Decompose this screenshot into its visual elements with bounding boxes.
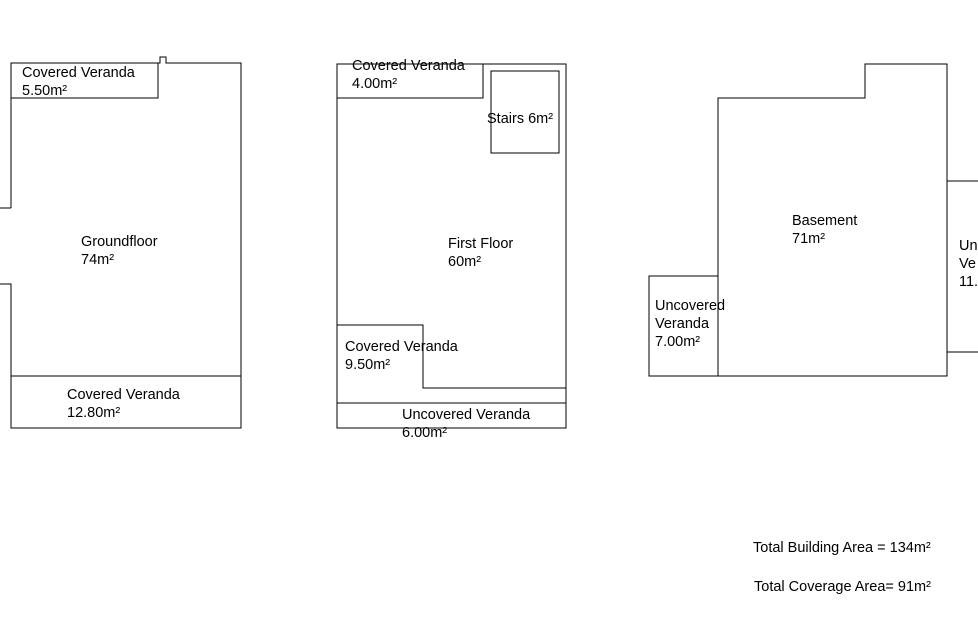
room-area: 60m² — [448, 254, 482, 270]
room-area: 4.00m² — [352, 76, 398, 92]
first-floor-outline — [336, 63, 567, 429]
groundfloor-plan — [0, 56, 242, 429]
first-floor-plan — [336, 63, 567, 429]
room-name: Covered Veranda — [352, 58, 465, 74]
first-floor-uncovered-veranda-label: Uncovered Veranda 6.00m² — [402, 406, 530, 442]
basement-outline — [717, 63, 948, 377]
basement-veranda-right-outline — [946, 180, 978, 353]
basement-veranda-right-label: Un Ve 11. — [959, 237, 978, 291]
room-name-line-1: Un — [959, 238, 978, 254]
total-building-area: Total Building Area = 134m² — [753, 540, 931, 556]
basement-label: Basement 71m² — [792, 212, 857, 248]
room-area: 6.00m² — [402, 425, 448, 441]
first-floor-covered-veranda-label: Covered Veranda 9.50m² — [345, 338, 458, 374]
room-name-line-2: Veranda — [655, 316, 710, 332]
room-area: 7.00m² — [655, 334, 701, 350]
basement-veranda-left-outline — [648, 275, 719, 377]
groundfloor-outline — [0, 56, 242, 429]
first-floor-veranda-top-outline — [337, 64, 484, 99]
room-area: 74m² — [81, 252, 115, 268]
total-coverage-area: Total Coverage Area= 91m² — [754, 579, 931, 595]
groundfloor-veranda-bottom-label: Covered Veranda 12.80m² — [67, 386, 180, 422]
room-name: Covered Veranda — [22, 65, 135, 81]
room-name: Stairs 6m² — [487, 111, 554, 127]
first-floor-covered-veranda-outline — [337, 324, 566, 389]
room-name: First Floor — [448, 236, 514, 252]
groundfloor-veranda-top-label: Covered Veranda 5.50m² — [22, 64, 135, 100]
stairs-outline — [490, 70, 560, 154]
room-name: Uncovered Veranda — [402, 407, 531, 423]
room-name-line-2: Ve — [959, 256, 976, 272]
room-area: 12.80m² — [67, 405, 121, 421]
room-area: 5.50m² — [22, 83, 68, 99]
room-area: 11. — [959, 274, 978, 290]
room-name-line-1: Uncovered — [655, 298, 726, 314]
room-name: Groundfloor — [81, 234, 158, 250]
first-floor-label: First Floor 60m² — [448, 235, 513, 271]
room-area: 71m² — [792, 231, 826, 247]
room-name: Covered Veranda — [345, 339, 458, 355]
room-name: Covered Veranda — [67, 387, 180, 403]
room-name: Basement — [792, 213, 858, 229]
basement-plan — [648, 63, 978, 377]
room-area: 9.50m² — [345, 357, 391, 373]
first-floor-veranda-top-label: Covered Veranda 4.00m² — [352, 57, 465, 93]
groundfloor-veranda-top-outline — [11, 63, 159, 99]
groundfloor-label: Groundfloor 74m² — [81, 233, 158, 269]
stairs-label: Stairs 6m² — [487, 110, 553, 128]
basement-veranda-left-label: Uncovered Veranda 7.00m² — [655, 297, 725, 351]
